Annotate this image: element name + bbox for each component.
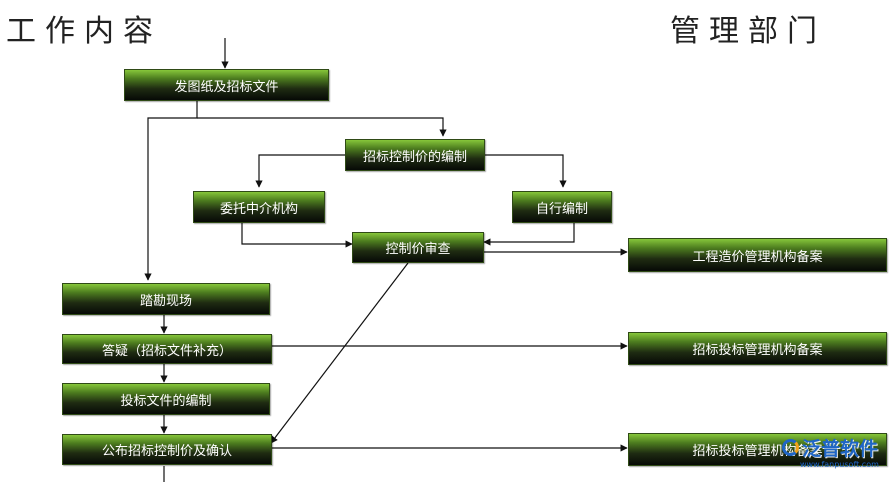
watermark-brand: 泛普软件 xyxy=(802,438,879,460)
box-cost-mgmt-filing: 工程造价管理机构备案 xyxy=(628,238,887,272)
box-publish-confirm: 公布招标控制价及确认 xyxy=(62,434,272,465)
connector-issue-to-survey xyxy=(144,101,198,281)
watermark: 泛普软件 xyxy=(782,434,878,461)
brand-logo-icon xyxy=(782,439,799,456)
box-self-compile: 自行编制 xyxy=(512,191,612,223)
box-bid-mgmt-filing-1: 招标投标管理机构备案 xyxy=(628,332,887,365)
box-review-control-price: 控制价审查 xyxy=(352,232,484,263)
connector-entrust-to-review xyxy=(241,223,353,248)
box-bid-doc-compile: 投标文件的编制 xyxy=(62,383,270,415)
box-qa-supplement: 答疑（招标文件补充） xyxy=(62,334,272,364)
connector-review-to-publish xyxy=(270,262,409,444)
connector-issue-to-compile xyxy=(197,117,447,137)
box-compile-control-price: 招标控制价的编制 xyxy=(345,139,485,171)
connector-self-to-review xyxy=(483,223,575,246)
watermark-url: www.fanpusoft.com xyxy=(800,460,879,469)
box-site-survey: 踏勘现场 xyxy=(62,283,270,315)
connector-compile-to-self xyxy=(485,154,567,188)
connector-compile-to-entrust xyxy=(255,154,345,188)
work-content-heading: 工作内容 xyxy=(6,14,162,49)
box-issue-drawings: 发图纸及招标文件 xyxy=(124,69,329,101)
box-entrust-agency: 委托中介机构 xyxy=(193,191,325,223)
management-dept-heading: 管理部门 xyxy=(670,14,826,49)
